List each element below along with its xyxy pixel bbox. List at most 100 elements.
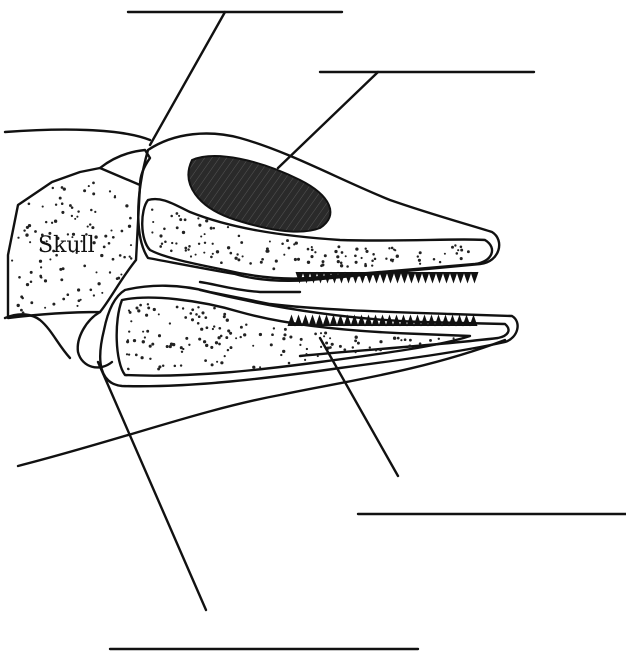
dentary-stipple-dot — [147, 306, 150, 309]
dentary-stipple-dot — [172, 343, 175, 346]
maxilla-stipple-dot — [205, 219, 208, 222]
maxilla-stipple-dot — [283, 254, 285, 256]
dentary-stipple-dot — [137, 309, 140, 312]
maxilla-stipple-dot — [456, 252, 459, 255]
maxilla-stipple-dot — [210, 256, 213, 259]
maxilla-stipple-dot — [365, 250, 368, 253]
maxilla-stipple-dot — [188, 245, 191, 248]
maxilla-stipple-dot — [184, 247, 187, 250]
dentary-stipple-dot — [151, 343, 154, 346]
skull-stipple-dot — [62, 298, 65, 301]
skull-stipple-dot — [52, 303, 55, 306]
maxilla-stipple-dot — [204, 233, 206, 235]
dentary-stipple-dot — [323, 335, 325, 337]
skull-stipple-dot — [123, 256, 126, 259]
dentary-stipple-dot — [352, 346, 354, 348]
skull-stipple-dot — [71, 206, 74, 209]
dentary-stipple-dot — [133, 339, 136, 342]
skull-stipple-dot — [94, 235, 97, 238]
maxilla-stipple-dot — [197, 217, 199, 219]
dentary-stipple-dot — [270, 343, 273, 346]
maxilla-stipple-dot — [249, 262, 252, 265]
maxilla-stipple-dot — [152, 221, 154, 223]
skull-stipple-dot — [89, 288, 92, 291]
skull-stipple-dot — [49, 258, 51, 260]
maxilla-stipple-dot — [334, 250, 337, 253]
skull-stipple-dot — [63, 187, 66, 190]
dentary-stipple-dot — [201, 311, 204, 314]
maxilla-stipple-dot — [365, 248, 367, 250]
skull-stipple-dot — [129, 256, 131, 258]
maxilla-stipple-dot — [417, 255, 419, 257]
skull-stipple-dot — [108, 242, 111, 245]
maxilla-stipple-dot — [179, 218, 182, 221]
skull-stipple-dot — [61, 211, 64, 214]
dentary-stipple-dot — [206, 326, 209, 329]
leader-line-lower-right — [320, 338, 398, 476]
skull-stipple-dot — [42, 206, 44, 208]
skull-stipple-dot — [104, 235, 107, 238]
dentary-stipple-dot — [223, 313, 226, 316]
skull-stipple-dot — [54, 220, 57, 223]
dentary-stipple-dot — [149, 345, 152, 348]
lower-tooth-row — [288, 316, 477, 326]
dentary-stipple-dot — [127, 339, 129, 341]
skull-stipple-dot — [87, 226, 89, 228]
dentary-stipple-dot — [324, 331, 327, 334]
skull-stipple-dot — [92, 182, 95, 185]
maxilla-stipple-dot — [361, 257, 363, 259]
dentary-stipple-dot — [325, 342, 328, 345]
dentary-stipple-dot — [182, 307, 184, 309]
skull-stipple-dot — [11, 260, 13, 262]
dentary-stipple-dot — [198, 338, 201, 341]
dentary-stipple-dot — [180, 364, 182, 366]
skull-stipple-dot — [91, 226, 94, 229]
dentary-stipple-dot — [357, 342, 360, 345]
dentary-stipple-dot — [252, 345, 254, 347]
dentary-stipple-dot — [189, 312, 192, 315]
maxilla-stipple-dot — [171, 242, 173, 244]
maxilla-stipple-dot — [238, 235, 241, 238]
skull-stipple-dot — [66, 293, 69, 296]
maxilla-stipple-dot — [275, 260, 278, 263]
maxilla-stipple-dot — [444, 253, 446, 255]
maxilla-stipple-dot — [269, 241, 271, 243]
dentary-stipple-dot — [230, 346, 233, 349]
maxilla-stipple-dot — [242, 255, 244, 257]
dentary-stipple-dot — [259, 366, 261, 368]
maxilla-stipple-dot — [294, 258, 297, 261]
dentary-stipple-dot — [146, 330, 149, 333]
dentary-stipple-dot — [283, 333, 286, 336]
maxilla-stipple-dot — [213, 227, 215, 229]
dentary-stipple-dot — [128, 330, 130, 332]
maxilla-stipple-dot — [396, 255, 399, 258]
dentary-stipple-dot — [169, 345, 172, 348]
dentary-stipple-dot — [205, 344, 208, 347]
antorbital-fenestra — [188, 156, 330, 232]
dentary-stipple-dot — [216, 361, 218, 363]
dentary-stipple-dot — [128, 368, 130, 370]
skull-stipple-dot — [39, 260, 42, 263]
dentary-stipple-dot — [320, 346, 322, 348]
dentary-stipple-dot — [271, 333, 274, 336]
dentary-stipple-dot — [129, 311, 132, 314]
maxilla-stipple-dot — [419, 251, 422, 254]
dentary-stipple-dot — [240, 336, 242, 338]
maxilla-stipple-dot — [170, 215, 173, 218]
maxilla-stipple-dot — [204, 242, 206, 244]
skull-stipple-dot — [71, 215, 73, 217]
dentary-stipple-dot — [419, 342, 422, 345]
skull-stipple-dot — [60, 278, 63, 281]
maxilla-stipple-dot — [324, 254, 327, 257]
skull-stipple-dot — [130, 257, 132, 259]
maxilla-stipple-dot — [439, 261, 441, 263]
skull-stipple-dot — [130, 244, 132, 246]
skull-stipple-dot — [93, 294, 95, 296]
dentary-stipple-dot — [157, 368, 160, 371]
maxilla-stipple-dot — [195, 254, 197, 256]
dentary-stipple-dot — [453, 337, 455, 339]
maxilla-stipple-dot — [164, 240, 167, 243]
skull-stipple-dot — [83, 265, 86, 268]
dentary-stipple-dot — [289, 335, 292, 338]
